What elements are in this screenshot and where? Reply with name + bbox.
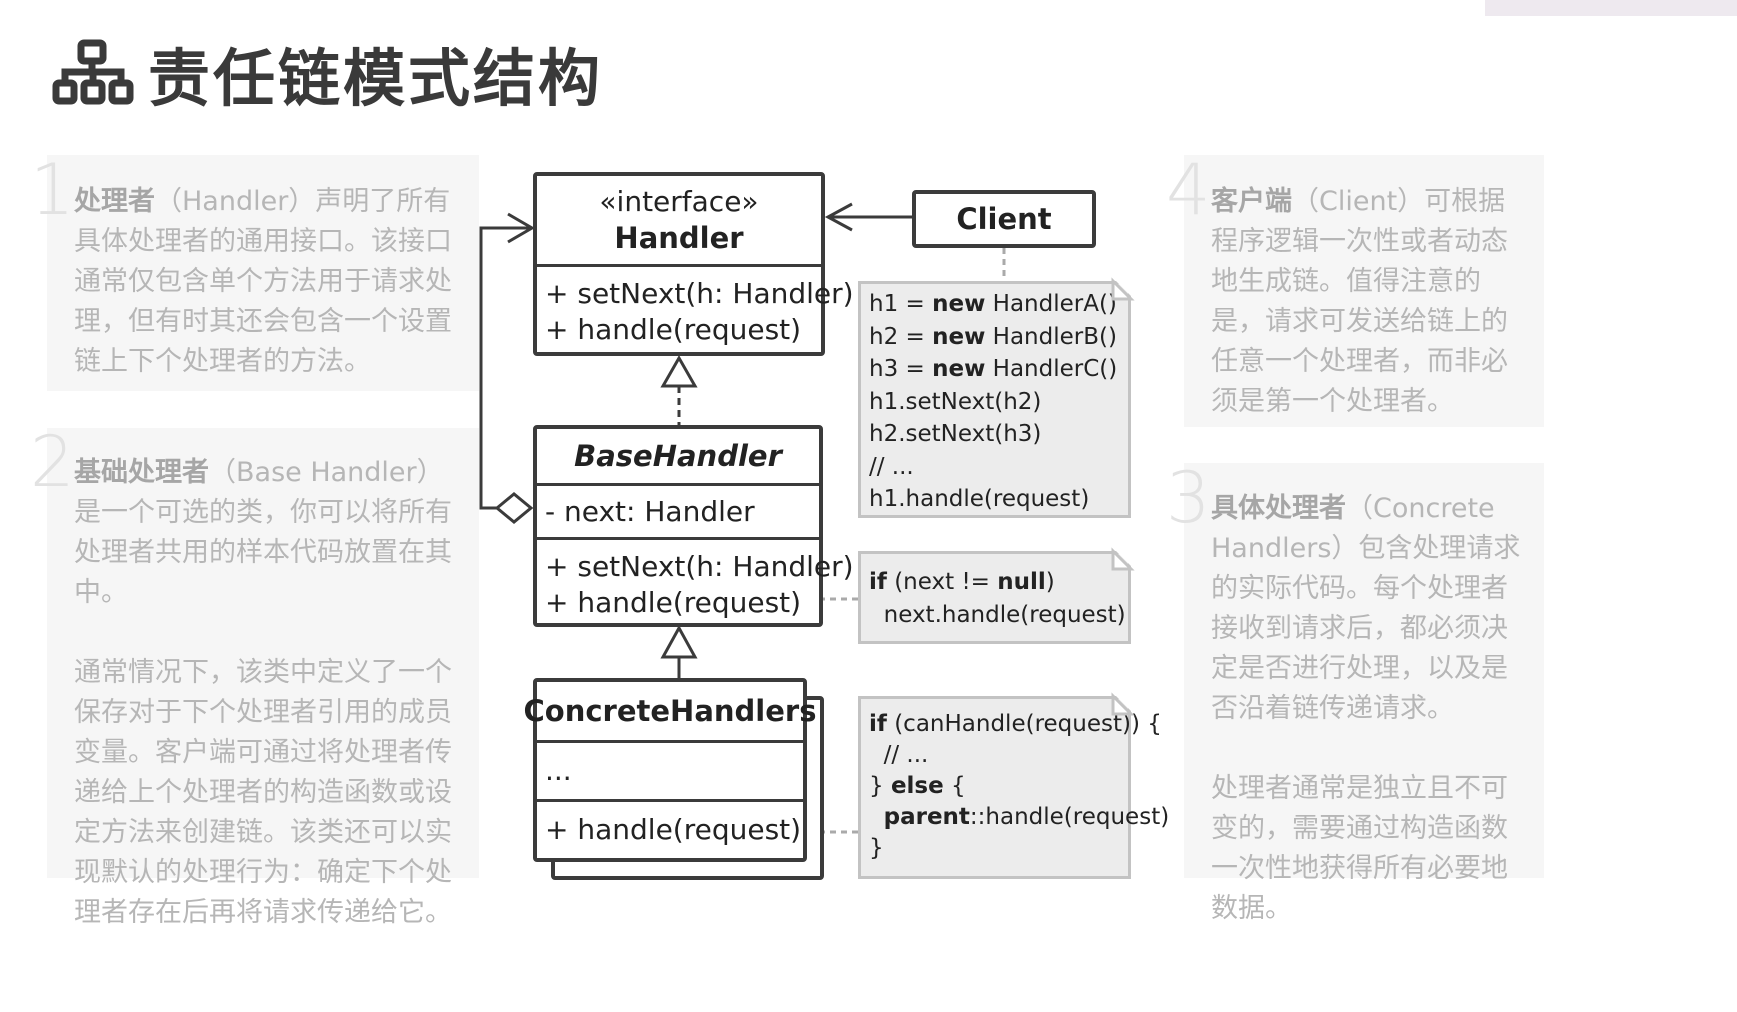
panel-3-term: 具体处理者: [1211, 493, 1346, 524]
panel-3-para2: 处理者通常是独立且不可变的，需要通过构造函数一次性地获得所有必要地数据。: [1211, 773, 1508, 924]
code-line: // ...: [869, 453, 914, 480]
handler-method-setnext: + setNext(h: Handler): [545, 277, 854, 310]
base-handler-box: BaseHandler - next: Handler + setNext(h:…: [533, 425, 854, 627]
panel-base-handler: [47, 428, 479, 878]
client-code: h1 = new HandlerA() h2 = new HandlerB() h3…: [869, 288, 1120, 516]
page-title: 责任链模式结构: [52, 28, 603, 118]
realization-triangle: [660, 354, 698, 388]
code-line: h1.handle(request): [869, 486, 1090, 512]
code-line: if (next != null): [869, 569, 1055, 595]
concrete-handlers-fields: ...: [545, 754, 572, 787]
code-line: }: [869, 835, 884, 861]
panel-4-body: （Client）可根据程序逻辑一次性或者动态地生成链。值得注意的是，请求可发送给…: [1211, 186, 1508, 417]
code-line: h1 = new HandlerA(): [869, 291, 1117, 317]
panel-concrete-handlers: [1184, 463, 1544, 878]
client-box: Client: [912, 190, 1096, 248]
panel-2-number: 2: [30, 421, 75, 503]
code-line: } else {: [869, 773, 966, 799]
handler-name: Handler: [614, 221, 744, 255]
concrete-handlers-box: ConcreteHandlers ... + handle(request): [524, 678, 816, 862]
panel-client: [1184, 155, 1544, 427]
base-handler-method-setnext: + setNext(h: Handler): [545, 550, 854, 583]
concrete-handlers-code-note: if (canHandle(request)) { // ... } else {…: [858, 696, 1170, 879]
panel-1-term: 处理者: [74, 186, 155, 217]
panel-1-body: （Handler）声明了所有具体处理者的通用接口。该接口通常仅包含单个方法用于请…: [74, 186, 452, 377]
code-line: if (canHandle(request)) {: [869, 711, 1162, 737]
client-code-note: h1 = new HandlerA() h2 = new HandlerB() h3…: [858, 281, 1131, 518]
code-line: h1.setNext(h2): [869, 388, 1042, 415]
panel-2-text: 基础处理者（Base Handler）是一个可选的类，你可以将所有处理者共用的样…: [74, 453, 459, 933]
concrete-handlers-name: ConcreteHandlers: [523, 694, 817, 728]
handler-method-handle: + handle(request): [545, 313, 802, 346]
base-handler-field-next: - next: Handler: [545, 494, 755, 528]
base-handler-code-note: if (next != null) next.handle(request): [858, 551, 1131, 644]
base-handler-method-handle: + handle(request): [545, 586, 802, 619]
handler-interface-box: «interface» Handler + setNext(h: Handler…: [533, 172, 854, 356]
concrete-handlers-method-handle: + handle(request): [545, 813, 802, 846]
panel-3-body: （Concrete Handlers）包含处理请求的实际代码。每个处理者接收到请…: [1211, 493, 1521, 724]
code-line: h2.setNext(h3): [869, 421, 1042, 447]
panel-1-text: 处理者（Handler）声明了所有具体处理者的通用接口。该接口通常仅包含单个方法…: [74, 182, 459, 382]
code-line: h2 = new HandlerB(): [869, 323, 1117, 350]
code-line: h3 = new HandlerC(): [869, 356, 1118, 382]
panel-2-term: 基础处理者: [74, 457, 209, 488]
panel-4-text: 客户端（Client）可根据程序逻辑一次性或者动态地生成链。值得注意的是，请求可…: [1211, 182, 1526, 422]
panel-handler: [47, 155, 479, 391]
panel-2-para2: 通常情况下，该类中定义了一个保存对于下个处理者引用的成员变量。客户端可通过将处理…: [74, 657, 452, 928]
panel-3-number: 3: [1166, 457, 1211, 539]
inheritance-triangle: [660, 624, 698, 659]
code-line: next.handle(request): [869, 601, 1126, 628]
concrete-handlers-code: if (canHandle(request)) { // ... } else {…: [869, 709, 1170, 864]
base-handler-name: BaseHandler: [574, 439, 782, 473]
client-name: Client: [956, 202, 1052, 236]
panel-2-body: （Base Handler）是一个可选的类，你可以将所有处理者共用的样本代码放置…: [74, 457, 452, 608]
panel-4-term: 客户端: [1211, 186, 1292, 217]
client-association-arrowhead: [824, 202, 853, 232]
aggregation-diamond: [494, 492, 534, 524]
top-accent-bar: [1485, 0, 1737, 16]
next-link-arrowhead: [507, 212, 535, 244]
panel-4-number: 4: [1166, 149, 1211, 231]
panel-1-number: 1: [30, 149, 75, 231]
handler-stereotype: «interface»: [599, 185, 759, 218]
hierarchy-icon: [52, 39, 134, 105]
code-line: // ...: [869, 742, 929, 768]
base-handler-code: if (next != null) next.handle(request): [869, 566, 1126, 631]
page-title-text: 责任链模式结构: [148, 42, 604, 115]
code-line: parent::handle(request): [883, 804, 1170, 830]
panel-3-text: 具体处理者（Concrete Handlers）包含处理请求的实际代码。每个处理…: [1211, 489, 1526, 929]
